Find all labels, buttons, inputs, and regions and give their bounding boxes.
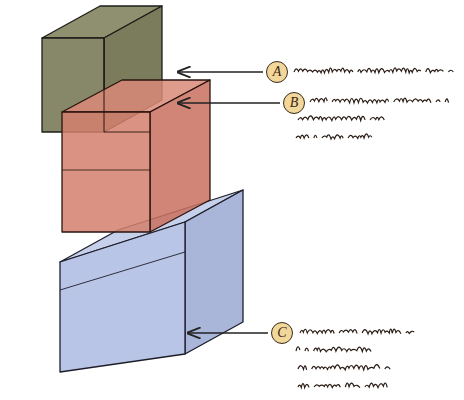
scribble-line xyxy=(296,134,372,139)
box-b xyxy=(62,38,210,232)
handwritten-notes xyxy=(294,68,458,388)
scribble-line xyxy=(294,68,458,73)
scribble-line xyxy=(298,116,389,121)
callout-letter: C xyxy=(271,322,293,344)
scribble-line xyxy=(300,329,414,334)
scribble-line xyxy=(298,383,387,388)
leader-arrows xyxy=(178,72,280,333)
callout-letter: B xyxy=(283,92,305,114)
scribble-line xyxy=(298,365,390,370)
scribble-line xyxy=(310,98,454,103)
callout-letter: A xyxy=(266,61,288,83)
scribble-line xyxy=(296,347,371,352)
